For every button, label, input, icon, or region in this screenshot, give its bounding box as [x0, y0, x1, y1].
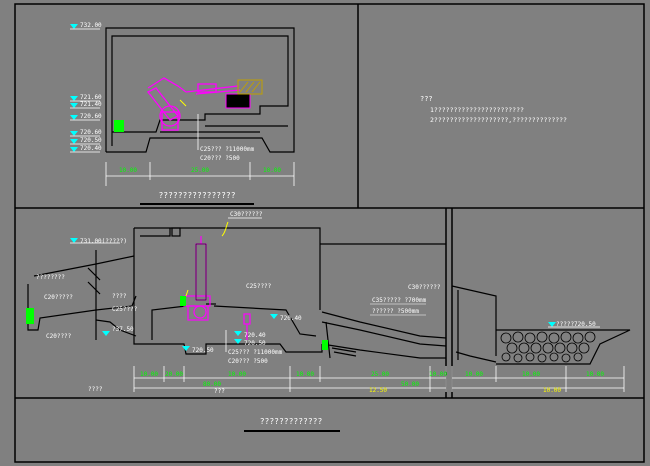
elev-right: 720.40: [280, 315, 302, 322]
top-left-title: ????????????????: [158, 191, 235, 200]
dim-r1-3: 10.00: [228, 371, 246, 378]
bottom-title: ?????????????: [260, 417, 323, 426]
br-dim-1: 10.00: [465, 371, 483, 378]
top-left-section-view: 732.00 721.60 721.40 720.60 720.60 720.5…: [70, 22, 295, 205]
footer-mid: ???: [214, 388, 225, 395]
tunnel-note-1: C35????? ?700mm: [372, 297, 427, 304]
top-left-elev-2: 721.40: [80, 101, 102, 108]
top-left-elev-3: 720.60: [80, 113, 102, 120]
br-elev: ?????720.50: [556, 321, 596, 328]
label-left: ????????: [36, 274, 65, 281]
elev-b: 720.50: [244, 340, 266, 347]
elev-a: 720.40: [244, 332, 266, 339]
bottom-note-2: C20??? ?500: [228, 358, 268, 365]
br-dim-2: 10.00: [522, 371, 540, 378]
notes-line-2: 2???????????????????,??????????????: [430, 116, 567, 124]
label-c25: C25????: [112, 306, 138, 313]
top-left-elev-6: 720.40: [80, 145, 102, 152]
tunnel-note-2: ?????? ?500mm: [372, 308, 419, 315]
elev-mid: ?37.50: [112, 326, 134, 333]
room-label: C25????: [246, 283, 272, 290]
dim-r2-2: 50.00: [401, 381, 419, 388]
elev-bottom: 720.50: [192, 347, 214, 354]
bottom-left-profile-view: C30?????? 731.00(?????) ???????? C20????…: [26, 211, 447, 395]
callout-c30: C30??????: [230, 211, 263, 218]
top-left-elev-5: 720.50: [80, 137, 102, 144]
top-right-notes: ??? 1??????????????????????? 2??????????…: [420, 95, 567, 124]
dim-r1-5: 25.00: [371, 371, 389, 378]
bottom-right-profile: ?????720.50 10.00 10.00 10.00 10.00: [451, 285, 631, 394]
top-left-elev-top: 732.00: [80, 22, 102, 29]
label-c20-2: C20????: [46, 333, 72, 340]
top-left-dim-1: 10.00: [119, 167, 137, 174]
dim-r1-6: 10.00: [429, 371, 447, 378]
dim-r1-1: 10.00: [140, 371, 158, 378]
dim-r2-1: 80.00: [203, 381, 221, 388]
top-left-elev-4: 720.60: [80, 129, 102, 136]
notes-line-1: 1???????????????????????: [430, 106, 524, 114]
top-left-note-2: C20??? ?500: [200, 155, 240, 162]
dim-r1-4: 10.00: [296, 371, 314, 378]
dim-r1-2: 20.00: [165, 371, 183, 378]
riprap-stones: [500, 331, 596, 363]
top-left-dim-2: 25.00: [191, 167, 209, 174]
top-left-elev-1: 721.60: [80, 94, 102, 101]
notes-heading: ???: [420, 95, 433, 103]
br-dim-4: 10.00: [543, 387, 561, 394]
bottom-elev-top: 731.00(?????): [80, 238, 127, 245]
label-stair: ????: [112, 293, 127, 300]
top-left-dim-3: 10.00: [263, 167, 281, 174]
br-dim-3: 10.00: [586, 371, 604, 378]
top-left-note-1: C25??? ?11000mm: [200, 146, 255, 153]
dim-r2-3: 12.50: [369, 387, 387, 394]
tunnel-label: C30??????: [408, 284, 441, 291]
bottom-note-1: C25??? ?11000mm: [228, 349, 283, 356]
footer-left: ????: [88, 386, 103, 393]
label-c20: C20?????: [44, 294, 73, 301]
